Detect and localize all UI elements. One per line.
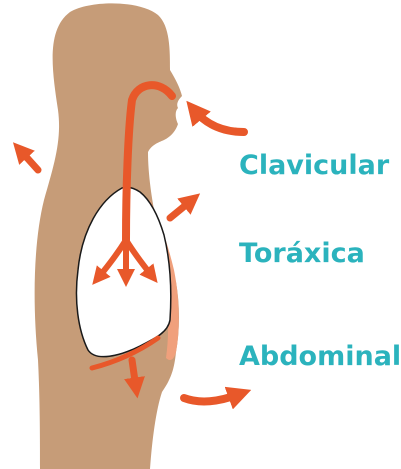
label-clavicular: Clavicular xyxy=(239,152,389,179)
clavicular-arrow xyxy=(20,150,38,170)
abdominal-out-arrow xyxy=(184,394,240,401)
thoracic-arrow xyxy=(170,200,192,218)
inhale-arrow xyxy=(194,110,244,132)
label-abdominal: Abdominal xyxy=(239,343,401,370)
label-toracica: Toráxica xyxy=(239,240,365,267)
abdominal-down-arrow xyxy=(132,360,136,388)
